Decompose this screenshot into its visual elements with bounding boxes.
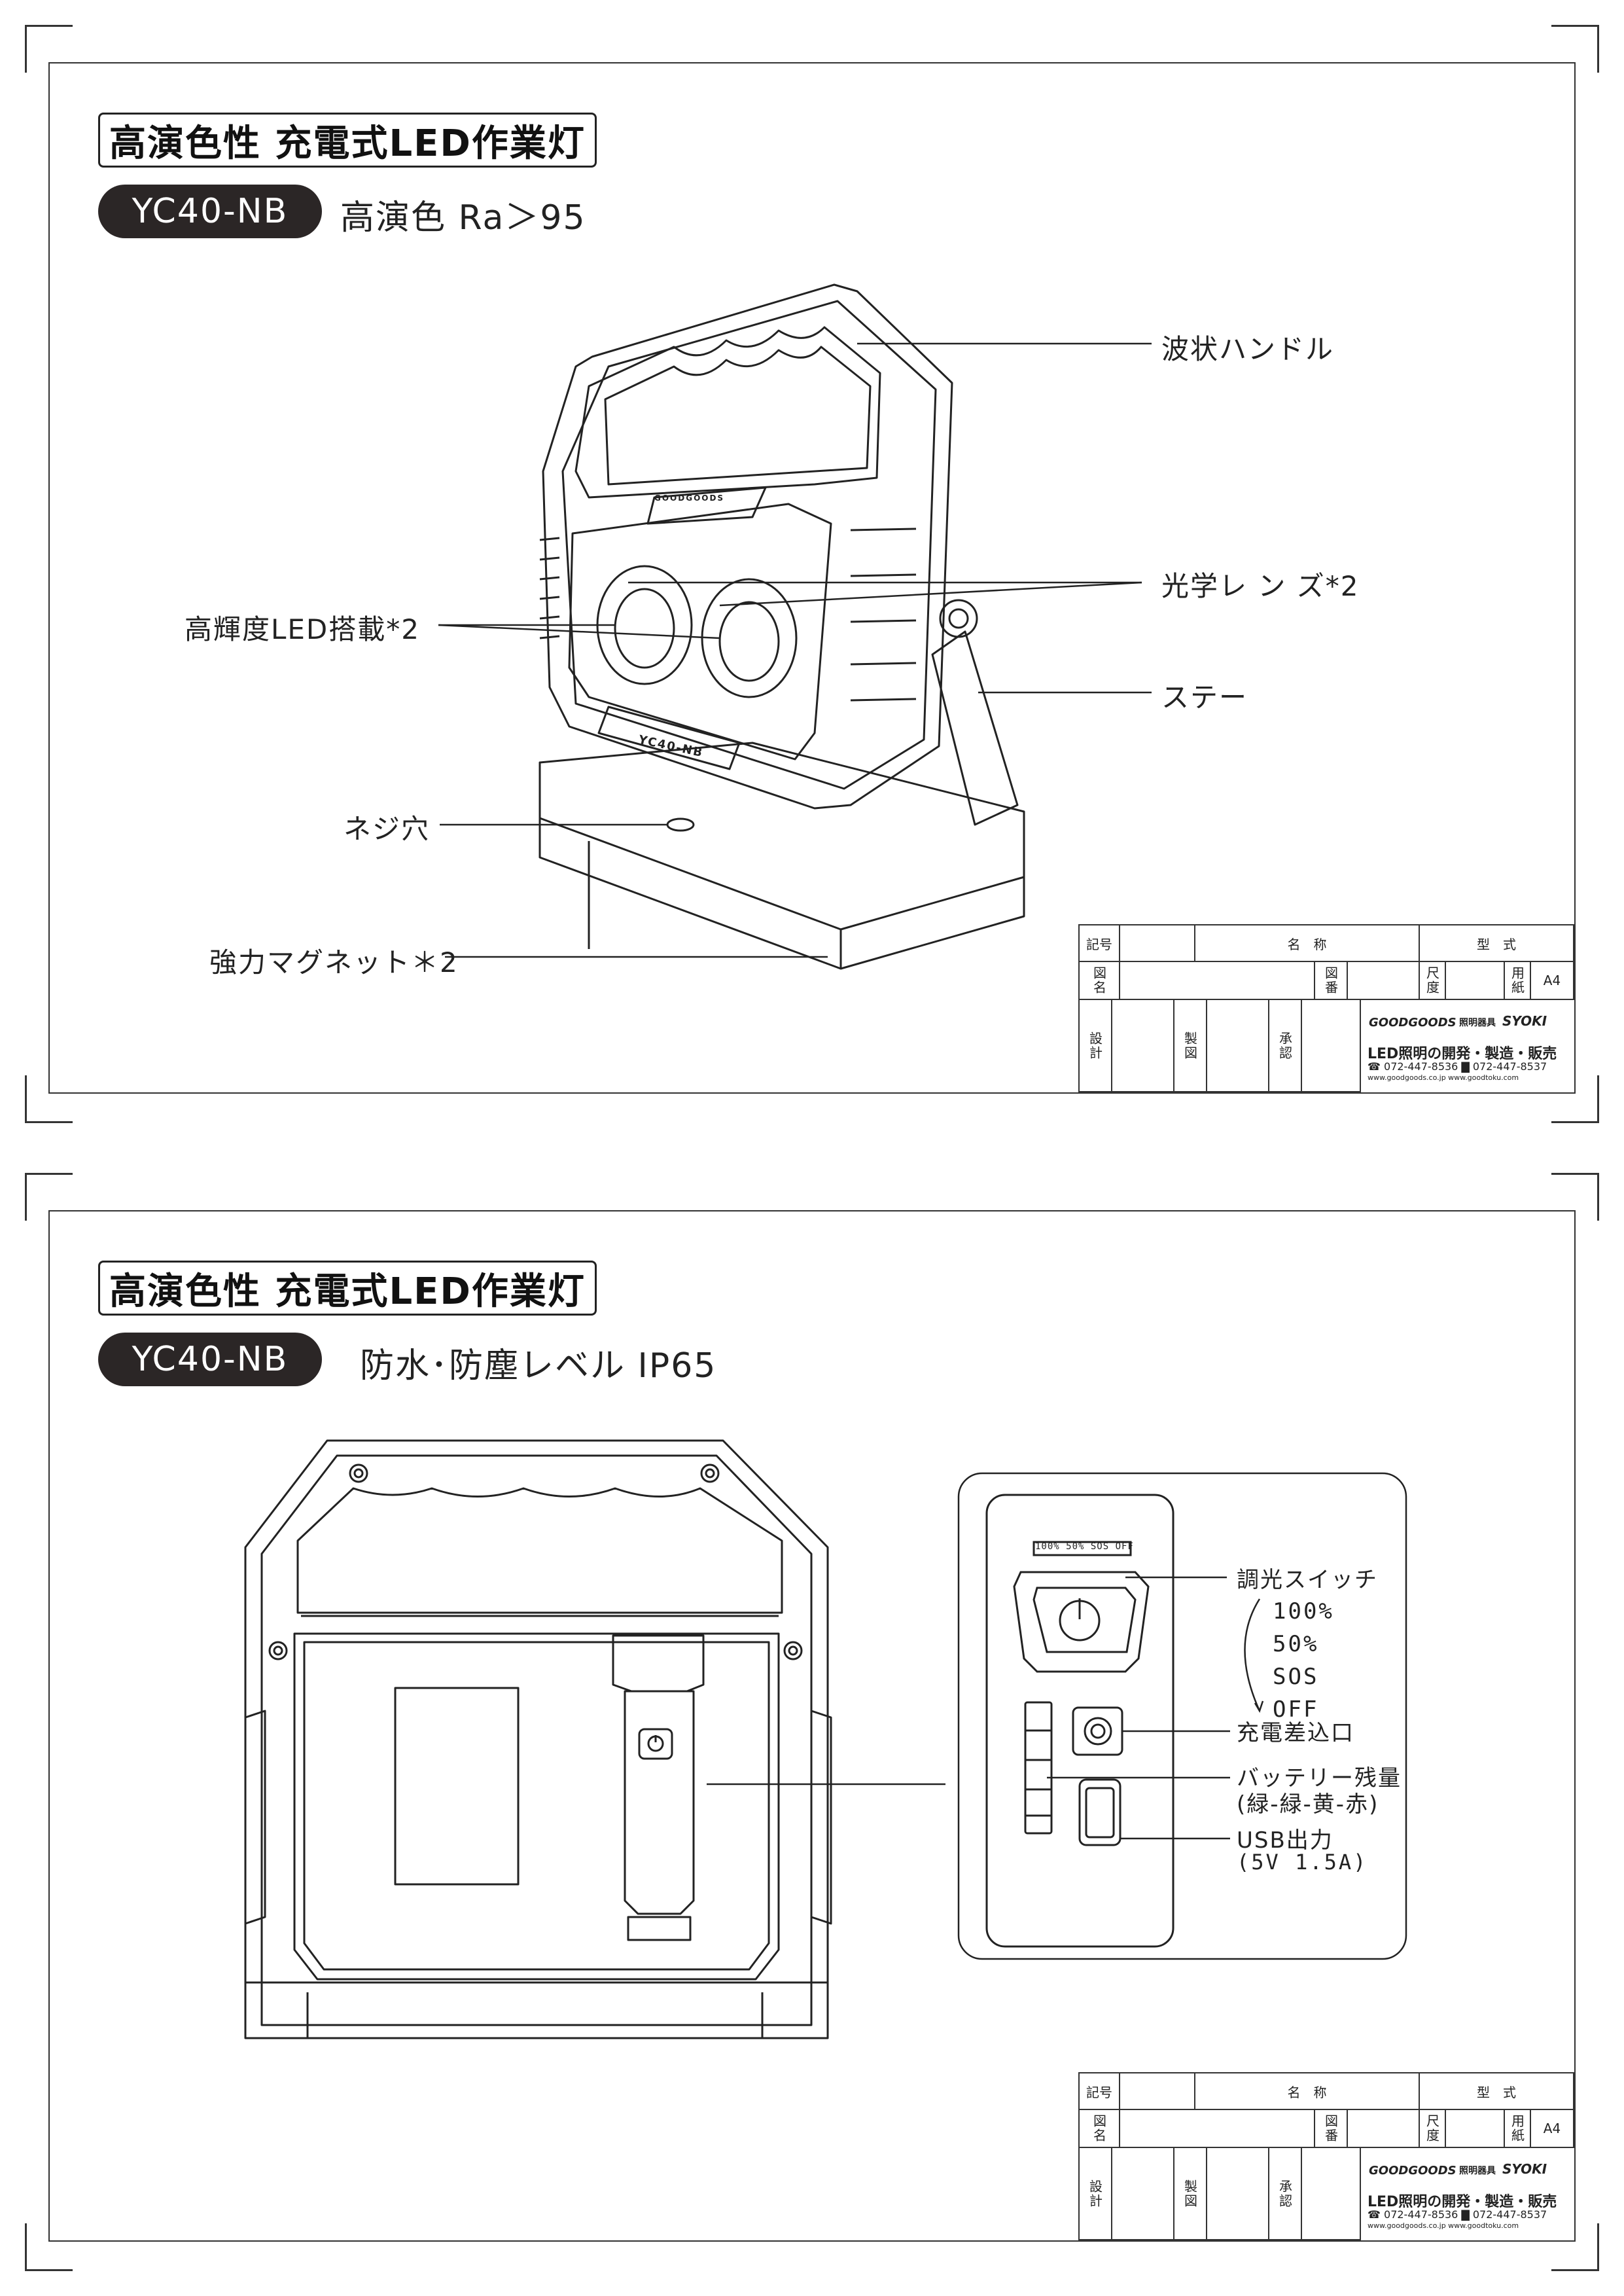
model-badge: YC40-NB (98, 185, 322, 238)
company-logo-block: GOODGOODS 照明器具 SYOKI LED照明の開発・製造・販売 ☎ 07… (1361, 1005, 1574, 1091)
indicator-strip: 100% 50% SOS OFF (1035, 1541, 1134, 1552)
callout-usb-output: USB出力 (1237, 1827, 1333, 1854)
title-block: 記号 名 称 型 式 図名 図番 尺度 用紙 A4 設計 製図 承認 GOODG… (1078, 924, 1574, 1092)
tb-zuban-value (1348, 962, 1420, 1000)
tb-kigo: 記号 (1080, 2073, 1120, 2110)
crop-mark (25, 1075, 73, 1123)
callout-dimmer-switch: 調光スイッチ (1237, 1567, 1378, 1593)
callout-handle: 波状ハンドル (1161, 333, 1335, 365)
crop-mark (25, 1173, 73, 1221)
company-phone: ☎ 072-447-8536 ▇ 072-447-8537 (1368, 2208, 1547, 2221)
crop-mark (1551, 1173, 1599, 1221)
callout-battery-colors: (緑-緑-黄-赤) (1237, 1791, 1379, 1818)
drawing-frame (48, 62, 1576, 1094)
tb-zuban-value (1348, 2110, 1420, 2148)
tb-sekkei-value (1112, 2148, 1174, 2240)
tb-shonin-value (1302, 2148, 1361, 2240)
crop-mark (1551, 1075, 1599, 1123)
sheet-title: 高演色性 充電式LED作業灯 (98, 1261, 597, 1316)
callout-led: 高輝度LED搭載*2 (185, 613, 420, 645)
work-light-perspective-drawing (438, 283, 1152, 970)
company-phone: ☎ 072-447-8536 ▇ 072-447-8537 (1368, 1060, 1547, 1073)
tb-zumei: 図名 (1080, 962, 1120, 1000)
spec-text: 防水･防塵レベル IP65 (360, 1346, 717, 1386)
spec-text: 高演色 Ra＞95 (340, 198, 586, 238)
tb-yoshi: 用紙 (1505, 2110, 1531, 2148)
tb-seizu: 製図 (1174, 1000, 1207, 1092)
tb-shonin: 承認 (1269, 1000, 1302, 1092)
drawing-frame (48, 1210, 1576, 2242)
tb-shakudo: 尺度 (1420, 962, 1446, 1000)
tb-zuban: 図番 (1315, 2110, 1348, 2148)
logo-goodgoods: GOODGOODS (1369, 2164, 1456, 2178)
tb-paper-size: A4 (1531, 2110, 1574, 2148)
company-logo-block: GOODGOODS 照明器具 SYOKI LED照明の開発・製造・販売 ☎ 07… (1361, 2153, 1574, 2239)
company-web: www.goodgoods.co.jp www.goodtoku.com (1368, 2221, 1519, 2230)
callout-lens: 光学レ ン ズ*2 (1161, 570, 1360, 602)
crop-mark (1551, 2223, 1599, 2271)
tb-paper-size: A4 (1531, 962, 1574, 1000)
callout-magnet: 強力マグネット＊2 (209, 946, 459, 978)
tb-yoshi: 用紙 (1505, 962, 1531, 1000)
tb-zumei-value (1120, 2110, 1315, 2148)
work-light-rear-drawing (244, 1439, 1407, 2039)
tb-meisho: 名 称 (1195, 2073, 1420, 2110)
title-block: 記号 名 称 型 式 図名 図番 尺度 用紙 A4 設計 製図 承認 GOODG… (1078, 2072, 1574, 2240)
tb-sekkei: 設計 (1080, 1000, 1112, 1092)
tb-zuban: 図番 (1315, 962, 1348, 1000)
tb-sekkei: 設計 (1080, 2148, 1112, 2240)
mode-sos: SOS (1273, 1664, 1319, 1690)
sheet-title: 高演色性 充電式LED作業灯 (98, 113, 597, 168)
tb-shonin: 承認 (1269, 2148, 1302, 2240)
callout-usb-spec: (5V 1.5A) (1237, 1850, 1368, 1874)
tb-seizu-value (1207, 2148, 1269, 2240)
callout-screw-hole: ネジ穴 (344, 813, 431, 845)
logo-goodgoods: GOODGOODS (1369, 1016, 1456, 1030)
tb-seizu: 製図 (1174, 2148, 1207, 2240)
tb-shakudo-value (1446, 962, 1505, 1000)
logo-syoki: SYOKI (1502, 1013, 1547, 1029)
tb-sekkei-value (1112, 1000, 1174, 1092)
mode-50: 50% (1273, 1631, 1319, 1657)
device-logo: GOODGOODS (654, 493, 725, 503)
tb-blank (1120, 925, 1195, 962)
tb-zumei-value (1120, 962, 1315, 1000)
tb-shakudo-value (1446, 2110, 1505, 2148)
sheet-1: 高演色性 充電式LED作業灯 YC40-NB 高演色 Ra＞95 (25, 25, 1599, 1123)
mode-off: OFF (1273, 1696, 1319, 1723)
tb-kigo: 記号 (1080, 925, 1120, 962)
company-tagline: LED照明の開発・製造・販売 (1368, 2194, 1557, 2210)
company-web: www.goodgoods.co.jp www.goodtoku.com (1368, 1073, 1519, 1082)
tb-shonin-value (1302, 1000, 1361, 1092)
crop-mark (25, 2223, 73, 2271)
tb-meisho: 名 称 (1195, 925, 1420, 962)
mode-100: 100% (1273, 1598, 1334, 1624)
tb-blank (1120, 2073, 1195, 2110)
logo-shomei: 照明器具 (1459, 1018, 1496, 1028)
logo-syoki: SYOKI (1502, 2161, 1547, 2177)
callout-battery-level: バッテリー残量 (1237, 1765, 1402, 1791)
callout-charge-port: 充電差込口 (1237, 1720, 1354, 1746)
tb-katashiki: 型 式 (1420, 925, 1574, 962)
callout-stay: ステー (1161, 681, 1248, 713)
crop-mark (25, 25, 73, 73)
crop-mark (1551, 25, 1599, 73)
sheet-2: 高演色性 充電式LED作業灯 YC40-NB 防水･防塵レベル IP65 (0, 1148, 1624, 2296)
tb-katashiki: 型 式 (1420, 2073, 1574, 2110)
tb-shakudo: 尺度 (1420, 2110, 1446, 2148)
model-badge: YC40-NB (98, 1333, 322, 1386)
tb-zumei: 図名 (1080, 2110, 1120, 2148)
tb-seizu-value (1207, 1000, 1269, 1092)
company-tagline: LED照明の開発・製造・販売 (1368, 1046, 1557, 1062)
logo-shomei: 照明器具 (1459, 2166, 1496, 2176)
